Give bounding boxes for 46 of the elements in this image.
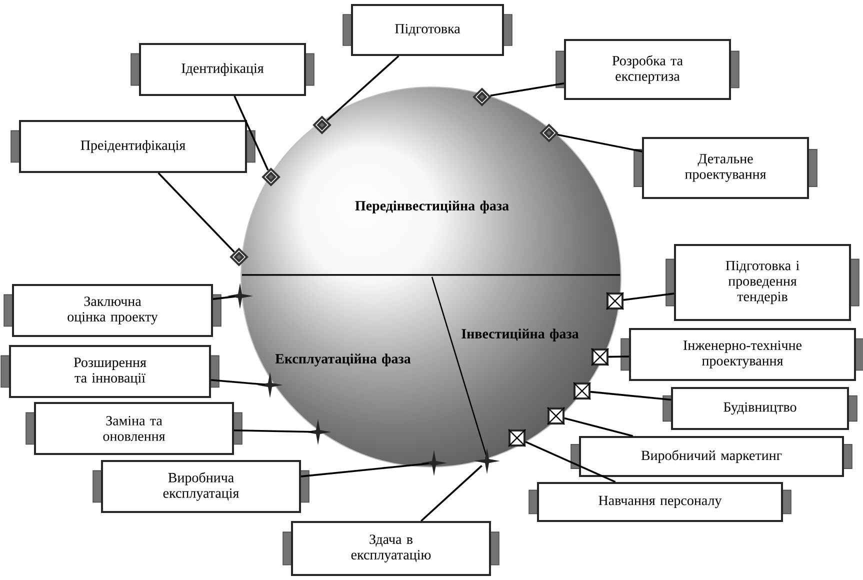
leader-line: [556, 134, 642, 152]
leader-line: [300, 462, 429, 478]
diamond-marker: [262, 168, 280, 186]
diamond-marker: [312, 116, 332, 134]
leader-line: [420, 465, 482, 522]
leader-line: [234, 429, 313, 433]
leader-line: [564, 417, 634, 437]
process-box: Заміна та оновлення: [26, 402, 242, 455]
process-box: Підготовка і проведення тендерів: [666, 244, 860, 321]
leader-line: [212, 296, 235, 300]
star-marker: [257, 372, 283, 398]
process-box: Розширення та інновації: [0, 345, 220, 398]
star-marker: [421, 450, 447, 476]
crossed-box-marker: [546, 406, 566, 426]
phase-label: Передінвестиційна фаза: [355, 200, 509, 214]
crossed-box-marker: [572, 382, 592, 400]
leader-line: [525, 440, 616, 483]
process-box: Детальне проектування: [634, 137, 818, 199]
star-marker: [227, 283, 253, 309]
crossed-box-marker: [508, 428, 526, 448]
crossed-box-marker: [590, 348, 610, 366]
leader-line: [608, 356, 630, 358]
diamond-marker: [540, 124, 558, 142]
diamond-marker: [230, 248, 248, 266]
crossed-box-marker: [606, 292, 624, 310]
process-box: Розробка та експертиза: [556, 39, 740, 100]
process-box: Заключна оцінка проекту: [4, 284, 222, 337]
process-box: Виробничий маркетинг: [570, 436, 852, 477]
leader-line: [623, 292, 674, 301]
leader-line: [326, 55, 400, 122]
process-box: Будівництво: [662, 386, 858, 430]
star-marker: [474, 448, 500, 474]
process-box: Інженерно-технічне проектування: [620, 328, 863, 381]
leader-line: [590, 390, 672, 401]
diamond-marker: [472, 88, 492, 106]
phase-label: Інвестиційна фаза: [462, 328, 579, 342]
phase-label: Експлуатаційна фаза: [275, 354, 411, 366]
process-box: Здача в експлуатацію: [282, 520, 500, 576]
leader-line: [210, 379, 265, 386]
process-box: Навчання персоналу: [528, 482, 792, 522]
process-box: Підготовка: [342, 4, 512, 56]
process-box: Преідентифікація: [10, 120, 256, 173]
process-box: Ідентифікація: [130, 43, 314, 96]
leader-line: [158, 172, 235, 253]
process-box: Виробнича експлуатація: [92, 460, 310, 513]
leader-line: [490, 82, 564, 96]
